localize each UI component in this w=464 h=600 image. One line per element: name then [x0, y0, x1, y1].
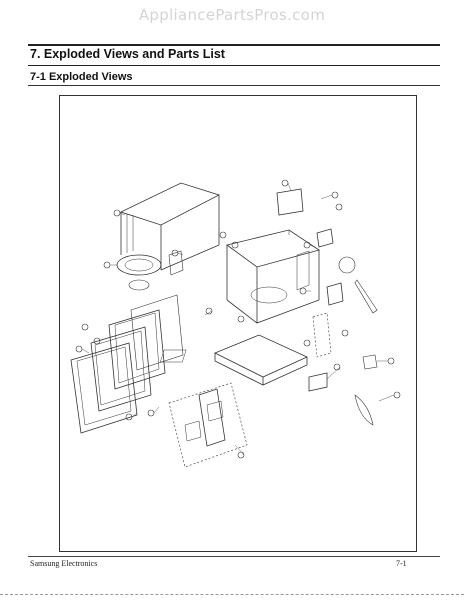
top-rule: [28, 44, 440, 46]
subsection-title: 7-1 Exploded Views: [30, 71, 133, 83]
leader-lines: [81, 182, 395, 456]
base-plate: [159, 334, 308, 386]
title-rule: [28, 65, 440, 66]
callout-markers: [75, 179, 401, 459]
door-assembly: [70, 294, 184, 434]
control-panel-group: [168, 382, 248, 468]
outer-cabinet: [119, 182, 221, 276]
footer-company: Samsung Electronics: [30, 559, 98, 568]
electrical-components: [276, 188, 378, 426]
subsection-rule: [28, 85, 440, 86]
watermark: AppliancePartsPros.com: [138, 6, 326, 24]
diagram-frame: [59, 95, 417, 552]
exploded-view-diagram: [70, 179, 401, 468]
cavity: [226, 229, 320, 324]
section-title: 7. Exploded Views and Parts List: [30, 47, 225, 61]
page-edge: [0, 594, 464, 595]
turntable: [116, 254, 162, 291]
footer-rule: [28, 556, 440, 557]
footer-page-number: 7-1: [396, 559, 407, 568]
